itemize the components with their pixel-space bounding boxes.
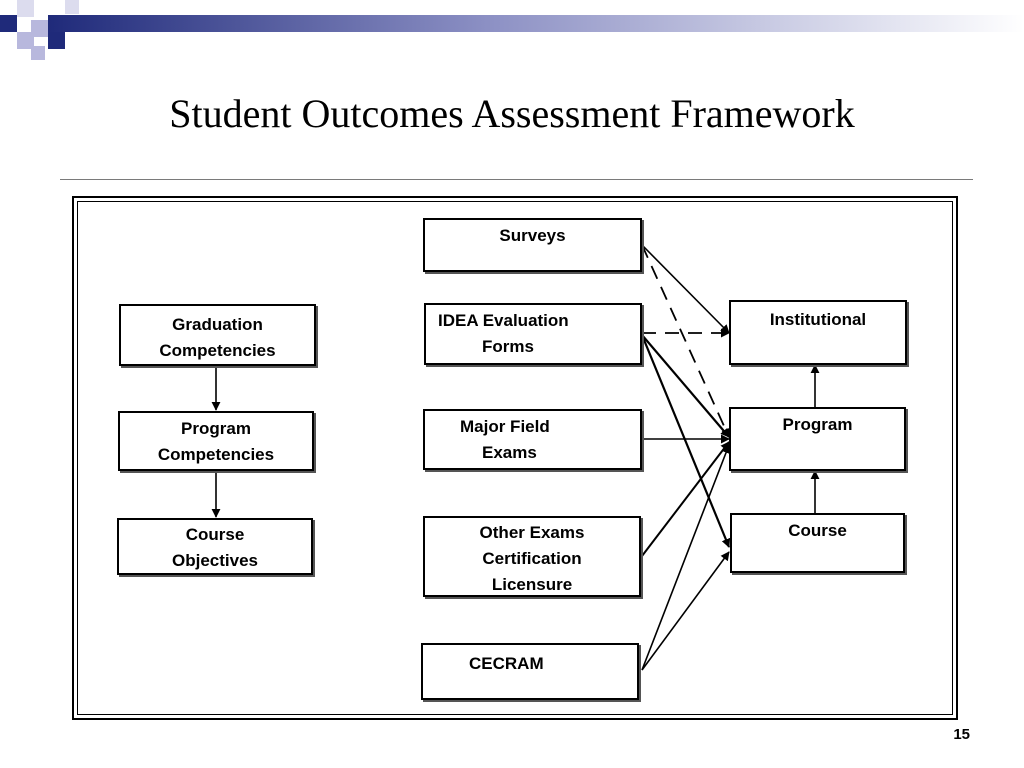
- node-label-line: Course: [185, 525, 245, 544]
- node-program: Program: [729, 407, 906, 471]
- edge-surveys-to-program-dashed: [641, 244, 730, 438]
- decoration-square-light-2: [65, 0, 79, 14]
- decoration-square-navy-2: [48, 32, 65, 49]
- node-label-line: Exams: [482, 443, 537, 462]
- diagram-frame-inner: [77, 201, 953, 715]
- node-label-line: Licensure: [491, 575, 573, 594]
- node-label-line: Program: [782, 415, 853, 434]
- node-major-field-exams: Major Field Exams: [423, 409, 642, 470]
- node-graduation-competencies: Graduation Competencies: [119, 304, 316, 366]
- node-label-line: Graduation: [172, 315, 263, 334]
- slide-title: Student Outcomes Assessment Framework: [169, 91, 855, 136]
- edge-other-exams-to-program: [641, 441, 730, 557]
- node-label-line: Institutional: [769, 310, 867, 329]
- node-label-line: Program: [181, 419, 251, 438]
- edge-cecram-to-program: [641, 444, 731, 671]
- node-label-line: CECRAM: [469, 654, 544, 673]
- node-label-line: Major Field: [460, 417, 550, 436]
- decoration-square-light-1: [17, 0, 34, 17]
- node-label-line: Surveys: [499, 226, 566, 245]
- title-divider: [60, 179, 973, 180]
- decoration-square-lavender-2: [17, 32, 34, 49]
- edge-idea-to-program: [641, 334, 730, 438]
- edge-idea-to-course: [640, 334, 731, 548]
- edge-surveys-to-institutional: [641, 244, 730, 334]
- decoration-square-navy-1: [0, 15, 17, 32]
- edge-cecram-to-course: [641, 551, 730, 671]
- node-program-competencies: Program Competencies: [118, 411, 314, 471]
- node-surveys: Surveys: [423, 218, 642, 272]
- node-label-line: Forms: [482, 337, 534, 356]
- node-idea-evaluation-forms: IDEA Evaluation Forms: [424, 303, 642, 365]
- node-label-line: Competencies: [159, 341, 276, 360]
- decoration-square-lavender-1: [31, 20, 48, 37]
- node-cecram: CECRAM: [421, 643, 639, 700]
- node-label-line: Competencies: [157, 445, 275, 464]
- node-course: Course: [730, 513, 905, 573]
- node-label-line: IDEA Evaluation: [438, 311, 569, 330]
- page-number: 15: [953, 726, 970, 743]
- node-institutional: Institutional: [729, 300, 907, 365]
- node-label-line: Other Exams: [479, 523, 585, 542]
- node-label-line: Certification: [482, 549, 582, 568]
- node-course-objectives: Course Objectives: [117, 518, 313, 575]
- node-other-exams-certification-licensure: Other Exams Certification Licensure: [423, 516, 641, 597]
- diagram-frame-outer: [72, 196, 958, 720]
- slide-decoration: [0, 0, 1024, 60]
- decoration-square-lavender-3: [31, 46, 45, 60]
- node-label-line: Objectives: [172, 551, 258, 570]
- decoration-gradient-bar: [48, 15, 1024, 32]
- node-label-line: Course: [788, 521, 847, 540]
